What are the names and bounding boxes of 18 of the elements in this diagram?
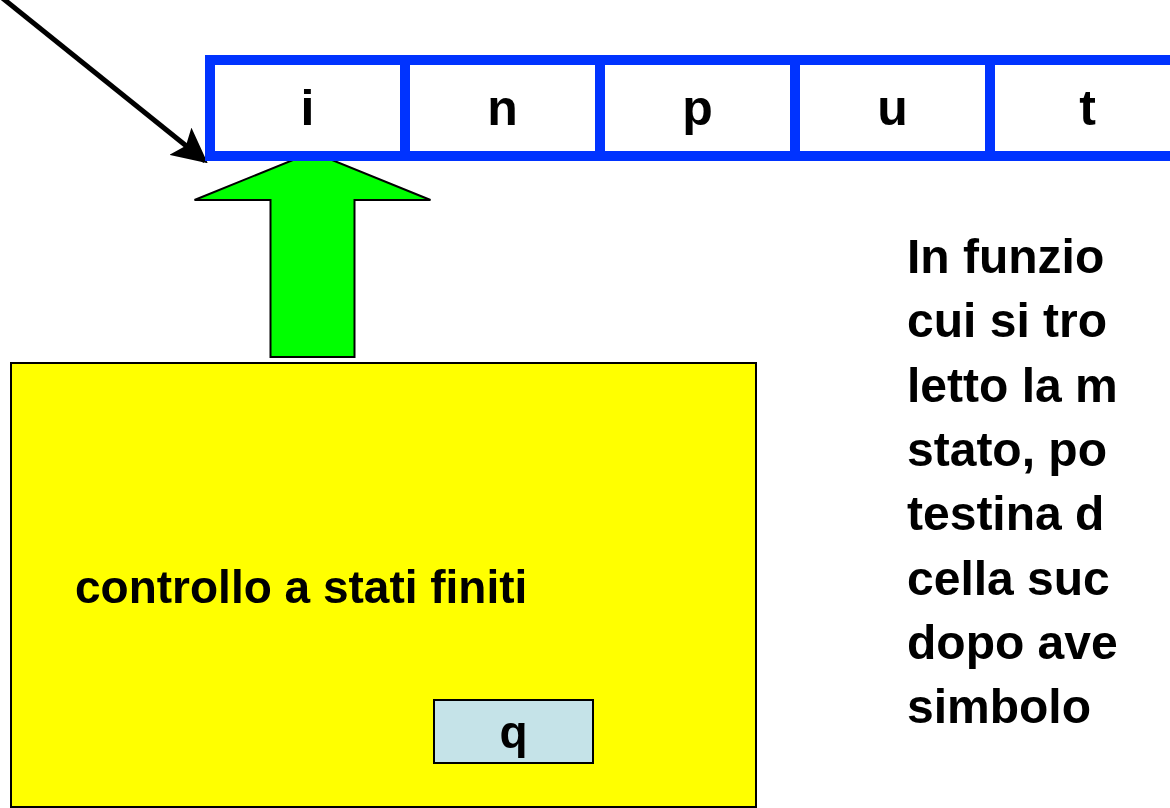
paragraph-line: cella suc: [907, 554, 1110, 603]
state-box: [433, 699, 594, 764]
tape-symbol: t: [1079, 83, 1096, 133]
tape-symbol: p: [682, 83, 713, 133]
paragraph-line: simbolo: [907, 683, 1091, 732]
control-label: controllo a stati finiti: [75, 564, 528, 610]
paragraph-line: testina d: [907, 490, 1105, 539]
tape-symbol: i: [300, 83, 315, 133]
tape-strip: [205, 55, 1170, 161]
paragraph-line: stato, po: [907, 425, 1107, 474]
paragraph-line: In funzio: [907, 233, 1105, 281]
tape-symbol: u: [877, 83, 908, 133]
paragraph-line: cui si tro: [907, 297, 1108, 346]
tape-symbol: n: [487, 83, 518, 133]
paragraph-line: dopo ave: [907, 618, 1118, 667]
paragraph-line: letto la m: [907, 361, 1118, 410]
arrow: [0, 0, 208, 164]
control-unit-box: [10, 362, 757, 808]
